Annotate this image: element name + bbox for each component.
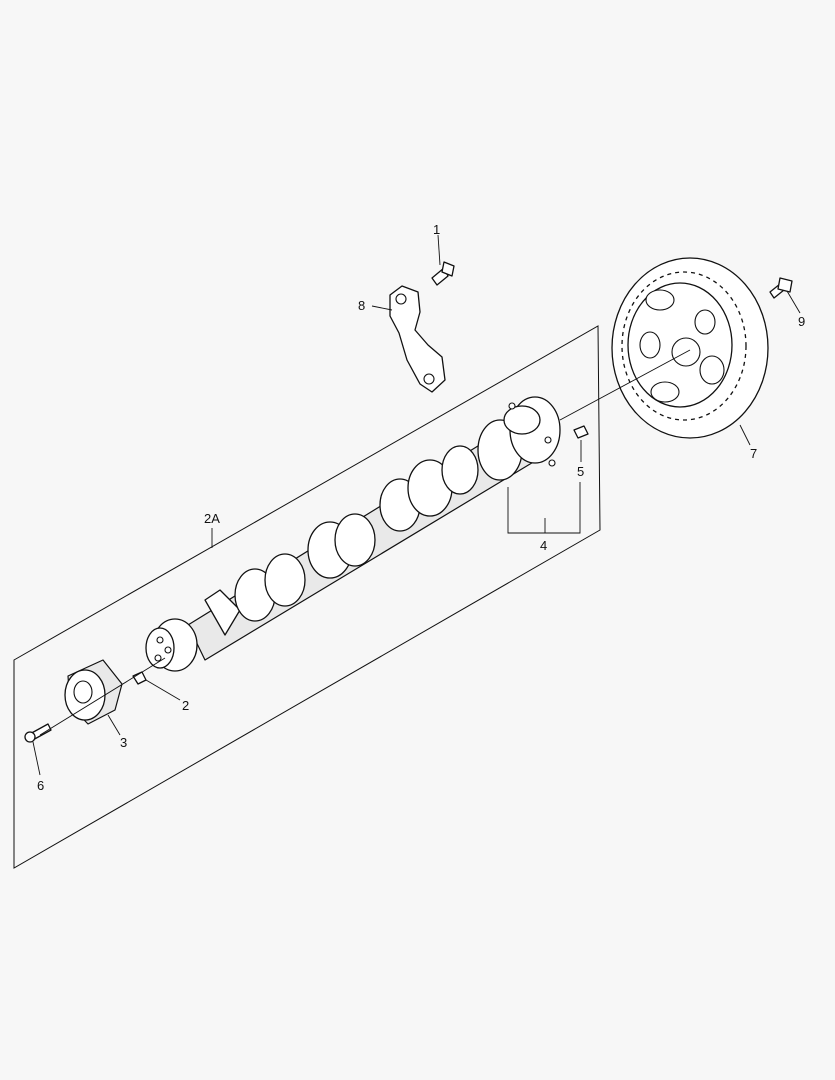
dowel-pin-part-5 [573,425,589,439]
callout-8: 8 [358,298,365,313]
leader-2 [145,679,181,701]
leader-8 [371,305,393,311]
bolt-part-9 [769,277,793,299]
callout-9: 9 [798,314,805,329]
assembly-centerline-right [559,349,691,421]
timing-gear-part-7 [611,257,769,439]
callout-6: 6 [37,778,44,793]
sensor-ring-part-3 [64,659,123,725]
assembly-centerline [39,657,166,736]
camshaft [145,396,561,672]
leader-9 [786,290,801,314]
callout-3: 3 [120,735,127,750]
leader-3 [107,714,121,736]
callout-5: 5 [577,464,584,479]
leader-4-bracket [507,482,581,534]
group-2a-outline [13,325,601,869]
callout-2: 2 [182,698,189,713]
thrust-plate-part-8 [389,285,446,393]
callout-4: 4 [540,538,547,553]
callout-2a: 2A [204,511,220,526]
leader-6 [32,741,41,776]
callout-1: 1 [433,222,440,237]
bolt-part-6 [24,723,52,743]
bolt-part-1 [431,261,455,286]
leader-7 [739,424,751,446]
leader-1 [437,234,441,266]
callout-7: 7 [750,446,757,461]
